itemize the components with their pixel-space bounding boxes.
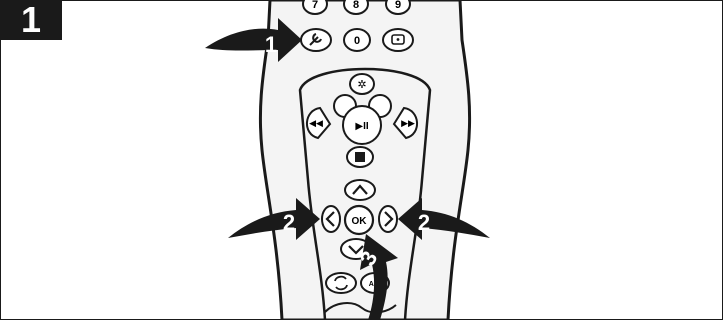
svg-text:2: 2 — [283, 210, 295, 235]
step-number-badge: 1 — [0, 0, 62, 40]
up-button[interactable] — [345, 180, 375, 200]
svg-text:OK: OK — [352, 216, 368, 227]
key-0[interactable]: 0 — [344, 29, 370, 51]
key-7[interactable]: 7 — [303, 0, 327, 14]
right-button[interactable] — [379, 206, 397, 232]
sparkle-button[interactable]: ✲ — [350, 74, 374, 94]
svg-text:1: 1 — [265, 32, 277, 57]
key-9[interactable]: 9 — [386, 0, 410, 14]
sparkle-icon: ✲ — [357, 78, 366, 91]
stop-button[interactable] — [347, 147, 373, 167]
svg-text:0: 0 — [354, 35, 360, 47]
stop-icon — [355, 152, 365, 162]
settings-button[interactable] — [301, 29, 331, 51]
ok-button[interactable]: OK — [345, 206, 373, 234]
svg-text:▶II: ▶II — [355, 121, 368, 132]
rewind-icon: ◀◀ — [309, 119, 323, 129]
repeat-button[interactable] — [326, 273, 356, 293]
svg-text:2: 2 — [418, 210, 430, 235]
svg-text:7: 7 — [312, 0, 318, 11]
svg-text:8: 8 — [353, 0, 359, 11]
svg-text:9: 9 — [395, 0, 401, 11]
left-button[interactable] — [322, 206, 340, 232]
display-button[interactable] — [383, 29, 413, 51]
key-8[interactable]: 8 — [344, 0, 368, 14]
fast-forward-icon: ▶▶ — [401, 119, 415, 129]
